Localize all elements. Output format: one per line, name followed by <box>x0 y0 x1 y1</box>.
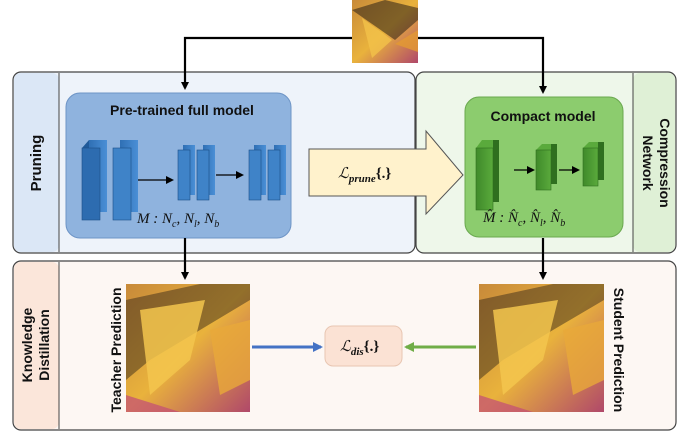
prune-loss-label: ℒprune{.} <box>338 166 391 185</box>
teacher-prediction-label: Teacher Prediction <box>108 287 124 412</box>
distillation-label-line1: Knowledge <box>19 307 35 382</box>
student-prediction-image <box>479 284 604 412</box>
pruning-label: Pruning <box>28 135 45 192</box>
compact-model-title: Compact model <box>490 108 595 124</box>
compact-model-layers <box>475 140 604 211</box>
layer-block <box>535 144 557 191</box>
input-arrow-to-full-model <box>181 36 352 90</box>
layer-block <box>475 140 499 211</box>
full-model-title: Pre-trained full model <box>110 102 254 118</box>
prune-loss-arrow <box>308 129 464 216</box>
full-model-params: M : Nc, Nl, Nb <box>136 211 219 230</box>
full-model-layers <box>81 140 286 221</box>
student-prediction-label: Student Prediction <box>611 288 627 412</box>
layer-block <box>582 142 604 187</box>
network-compression-label-line1: Network <box>640 135 656 190</box>
layer-block <box>248 145 266 201</box>
layer-block <box>81 140 107 221</box>
layer-block <box>267 145 286 201</box>
dis-loss-label: ℒdis{.} <box>340 339 379 358</box>
compact-model-params: M̂ : N̂c, N̂l, N̂b <box>482 210 565 229</box>
distillation-label-line2: Distillation <box>36 309 52 381</box>
input-arrow-to-compact-model <box>418 36 547 94</box>
layer-block <box>196 145 215 201</box>
pruning-label-strip <box>14 73 59 252</box>
dis-loss-box <box>324 325 403 367</box>
layer-block <box>112 140 138 221</box>
network-compression-label-line2: Compression <box>657 118 673 207</box>
layer-block <box>177 145 195 201</box>
input-butterfly-image <box>352 0 418 63</box>
distillation-label-strip <box>14 262 59 429</box>
compression-label-strip <box>633 73 675 252</box>
teacher-prediction-image <box>126 284 250 412</box>
